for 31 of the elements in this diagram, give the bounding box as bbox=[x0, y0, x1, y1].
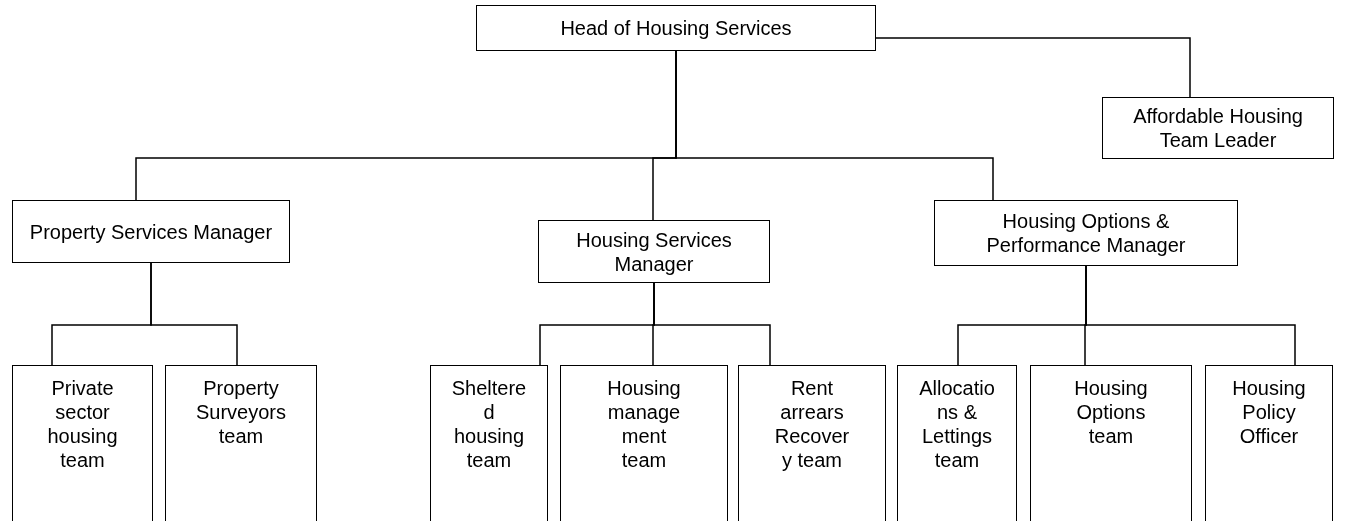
role-title: Head of Housing Services bbox=[559, 16, 793, 40]
role-title: Property Services Manager bbox=[28, 219, 274, 244]
org-box bbox=[538, 220, 770, 283]
role-title: Housing Options & Performance Manager bbox=[985, 209, 1187, 257]
role-title: Housing Policy Officer bbox=[1231, 376, 1307, 448]
org-box bbox=[934, 200, 1238, 266]
role-title: Affordable Housing Team Leader bbox=[1132, 104, 1304, 152]
org-box bbox=[1102, 97, 1334, 159]
role-title: Allocatio ns & Lettings team bbox=[918, 376, 996, 472]
connector-line bbox=[653, 282, 771, 366]
org-box bbox=[430, 365, 548, 521]
org-box bbox=[1030, 365, 1192, 521]
org-box bbox=[12, 365, 153, 521]
role-title: Housing Options team bbox=[1073, 376, 1149, 448]
role-title: Property Surveyors team bbox=[195, 376, 287, 448]
role-title: Housing Services Manager bbox=[575, 227, 733, 276]
connector-line bbox=[150, 262, 238, 366]
org-box bbox=[165, 365, 317, 521]
connector-line bbox=[675, 50, 994, 201]
role-title: Rent arrears Recover y team bbox=[773, 376, 851, 472]
org-box bbox=[476, 5, 876, 51]
org-box bbox=[897, 365, 1017, 521]
role-title: Private sector housing team bbox=[46, 376, 119, 472]
connector-line bbox=[1085, 265, 1296, 366]
org-box bbox=[560, 365, 728, 521]
org-box bbox=[1205, 365, 1333, 521]
role-title: Housing manage ment team bbox=[606, 376, 682, 472]
connector-line bbox=[875, 37, 1191, 98]
org-box bbox=[738, 365, 886, 521]
role-title: Sheltere d housing team bbox=[450, 376, 528, 472]
org-box bbox=[12, 200, 290, 263]
